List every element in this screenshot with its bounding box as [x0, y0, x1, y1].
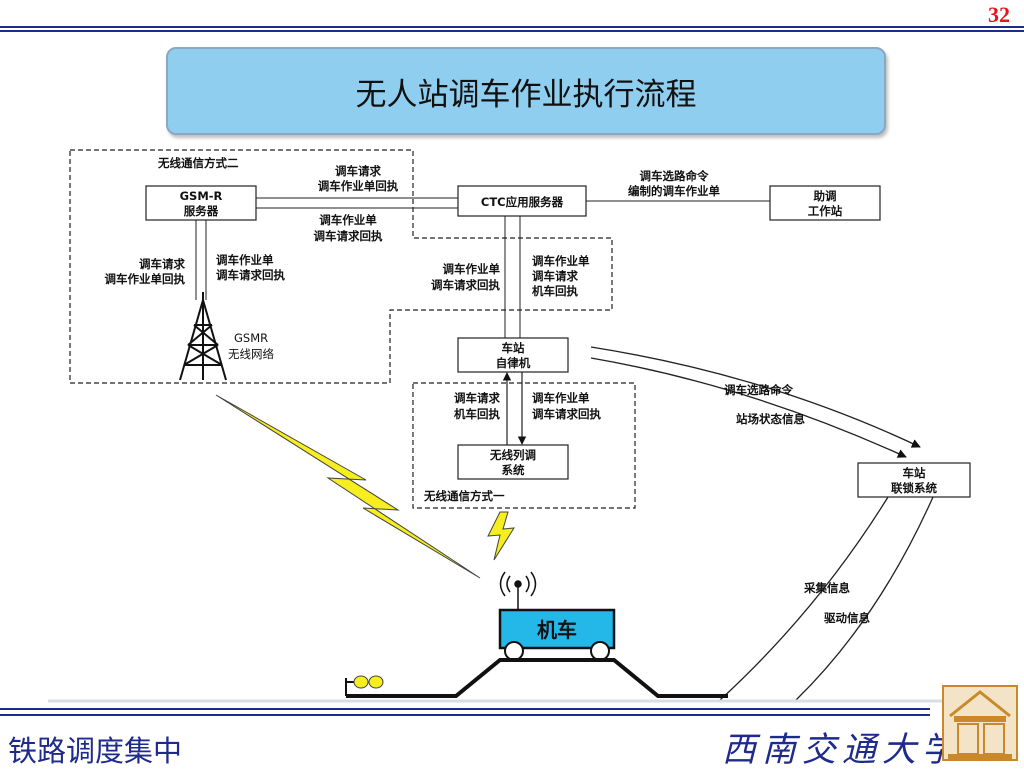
- signal-light-1: [353, 675, 369, 689]
- label-left-sheet-2: 调车请求回执: [216, 268, 285, 282]
- label-ctc-left-2: 调车请求回执: [431, 278, 500, 292]
- label-cmd-2: 编制的调车作业单: [628, 184, 720, 198]
- arrow-auto-interlock-bottom: [590, 357, 907, 458]
- antenna-icon: [499, 571, 537, 610]
- label-auto-left-2: 机车回执: [454, 407, 500, 421]
- label-ctc-right-3: 机车回执: [532, 284, 578, 298]
- assistant-label-2: 工作站: [808, 204, 843, 218]
- assistant-workstation-box: [769, 185, 881, 221]
- ctc-server-label: CTC应用服务器: [481, 195, 564, 209]
- station-auto-label-1: 车站: [502, 341, 525, 355]
- label-mid-sheet-1: 调车作业单: [319, 213, 377, 227]
- gsmr-tower-icon: [179, 292, 227, 381]
- track-hump: [346, 658, 728, 698]
- gsmr-net-label-1: GSMR: [234, 331, 268, 345]
- label-drive-info: 驱动信息: [824, 611, 870, 625]
- locomotive-box: [498, 608, 616, 650]
- locomotive-wheel-left: [504, 641, 524, 661]
- label-left-req-1: 调车请求: [139, 257, 185, 271]
- region-label-mode-1: 无线通信方式一: [423, 489, 505, 503]
- label-top-req-2: 调车作业单回执: [318, 179, 399, 193]
- lightning-small-icon: [487, 511, 515, 561]
- label-auto-right-1: 调车作业单: [532, 391, 590, 405]
- university-logo-icon: [942, 685, 1018, 761]
- gsmr-server-label-2: 服务器: [184, 204, 219, 218]
- label-yard-status: 站场状态信息: [736, 412, 805, 426]
- page-number: 32: [988, 2, 1010, 27]
- link-interlock-track-right: [795, 496, 934, 701]
- station-autonomous-box: [457, 337, 569, 373]
- locomotive-label: 机车: [537, 618, 577, 642]
- arrow-auto-interlock-top: [590, 346, 921, 448]
- radio-dispatch-label-1: 无线列调: [489, 448, 536, 462]
- label-route-cmd: 调车选路命令: [724, 383, 793, 397]
- bottom-rule: [0, 708, 930, 716]
- interlock-label-1: 车站: [903, 466, 926, 480]
- label-cmd-1: 调车选路命令: [640, 169, 709, 183]
- label-ctc-left-1: 调车作业单: [443, 262, 501, 276]
- flow-diagram: 无线通信方式二 无线通信方式一 GSM-R 服务器 CTC应用服务器 助调 工作…: [48, 149, 978, 703]
- locomotive-wheel-right: [590, 641, 610, 661]
- interlock-box: [857, 462, 971, 498]
- label-ctc-right-1: 调车作业单: [532, 254, 590, 268]
- label-auto-right-2: 调车请求回执: [532, 407, 601, 421]
- label-top-req-1: 调车请求: [335, 164, 381, 178]
- label-left-sheet-1: 调车作业单: [216, 253, 274, 267]
- footer-university-name: 西南交通大学: [722, 730, 962, 770]
- label-collect-info: 采集信息: [803, 581, 850, 595]
- label-mid-sheet-2: 调车请求回执: [314, 229, 383, 243]
- region-wireless-mode-2: [69, 149, 613, 384]
- station-auto-label-2: 自律机: [496, 356, 531, 370]
- footer-course-title: 铁路调度集中: [8, 734, 183, 768]
- radio-dispatch-label-2: 系统: [502, 463, 525, 477]
- ctc-server-box: [457, 185, 587, 217]
- gsmr-net-label-2: 无线网络: [228, 347, 274, 361]
- label-ctc-right-2: 调车请求: [532, 269, 578, 283]
- gsmr-server-label-1: GSM-R: [180, 189, 223, 203]
- interlock-label-2: 联锁系统: [891, 481, 937, 495]
- page-title: 无人站调车作业执行流程: [166, 47, 886, 135]
- gsmr-server-box: [145, 185, 257, 221]
- region-wireless-mode-1: [412, 382, 636, 509]
- radio-dispatch-box: [457, 444, 569, 480]
- lightning-large-icon: [215, 394, 481, 579]
- link-interlock-track-left: [719, 496, 889, 701]
- region-label-mode-2: 无线通信方式二: [157, 156, 239, 170]
- label-left-req-2: 调车作业单回执: [105, 272, 186, 286]
- assistant-label-1: 助调: [814, 189, 837, 203]
- label-auto-left-1: 调车请求: [454, 391, 500, 405]
- top-rule: [0, 26, 1024, 32]
- signal-light-2: [368, 675, 384, 689]
